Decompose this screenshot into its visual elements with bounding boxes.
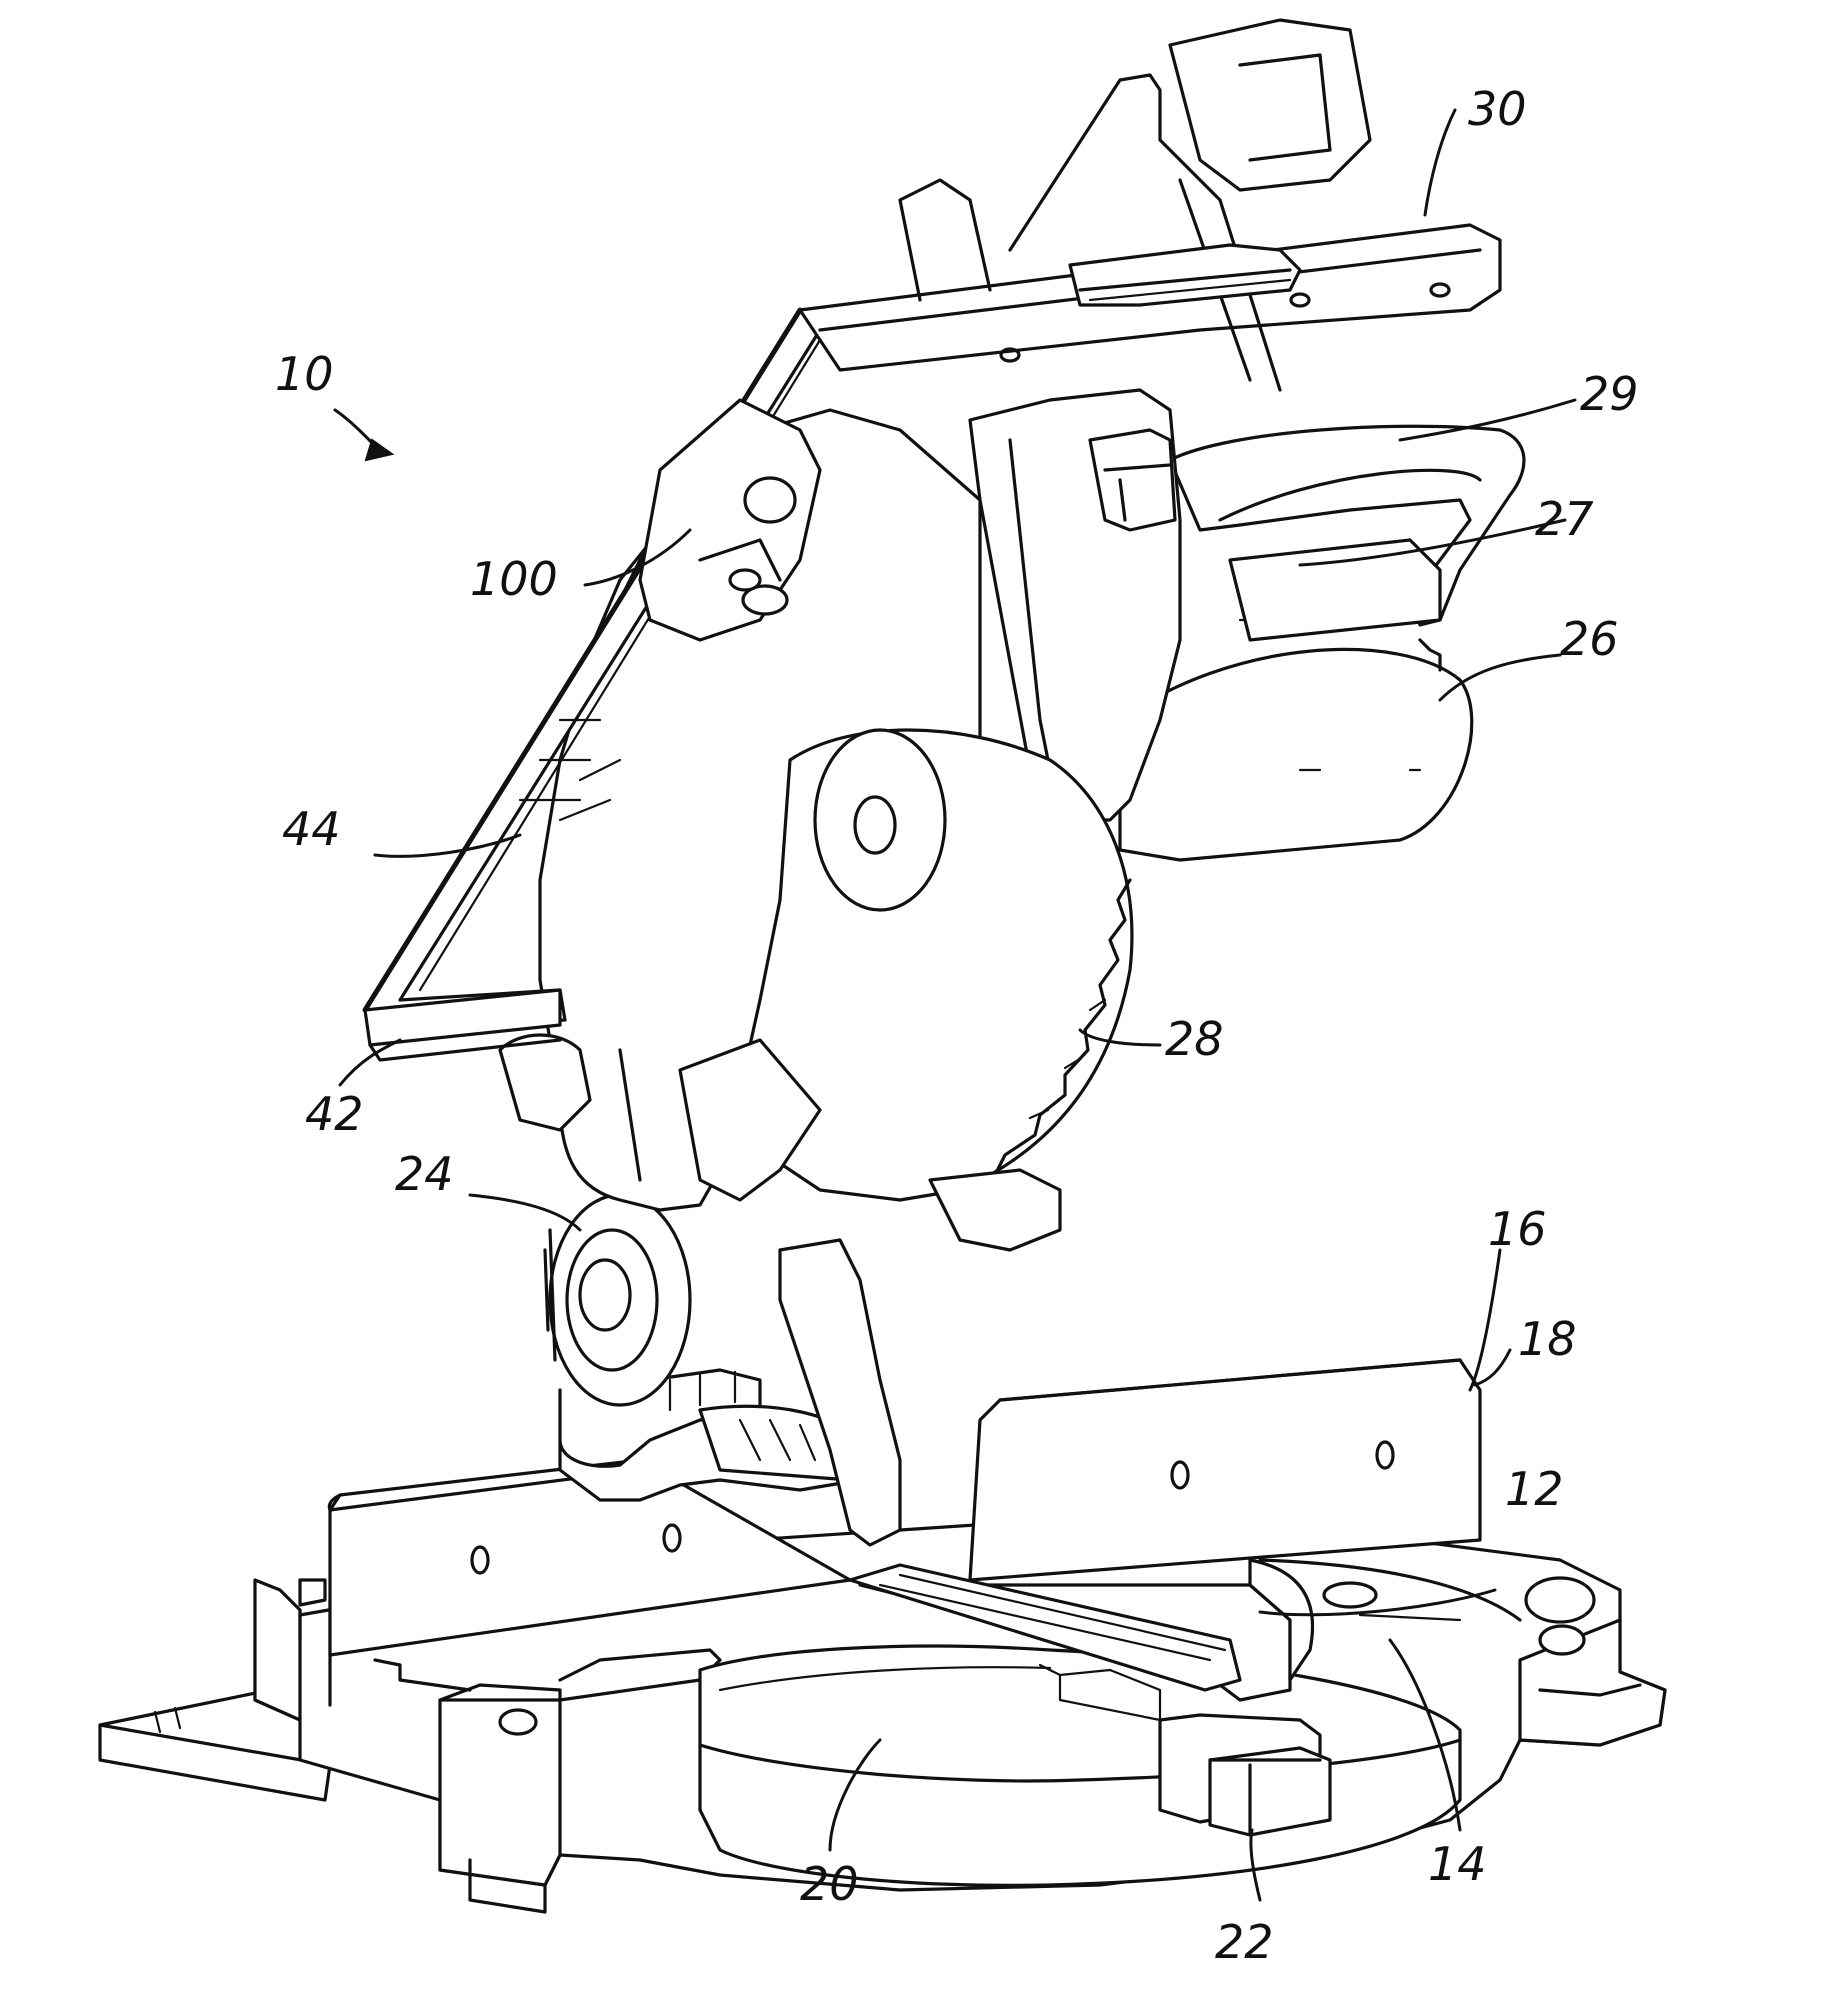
ref-label-16: 16 [1488,1202,1547,1256]
ref-label-24: 24 [395,1147,454,1201]
ref-label-12: 12 [1505,1462,1564,1516]
ref-label-44: 44 [282,802,341,856]
ref-label-27: 27 [1535,492,1594,546]
ref-label-22: 22 [1215,1915,1274,1969]
ref-label-100: 100 [470,552,558,606]
ref-label-29: 29 [1580,367,1639,421]
ref-label-14: 14 [1428,1837,1487,1891]
ref-label-18: 18 [1518,1312,1577,1366]
ref-label-30: 30 [1468,82,1527,136]
ref-label-42: 42 [305,1087,364,1141]
ref-label-20: 20 [800,1857,859,1911]
ref-label-26: 26 [1560,612,1619,666]
ref-label-28: 28 [1165,1012,1224,1066]
ref-label-10: 10 [275,347,334,401]
